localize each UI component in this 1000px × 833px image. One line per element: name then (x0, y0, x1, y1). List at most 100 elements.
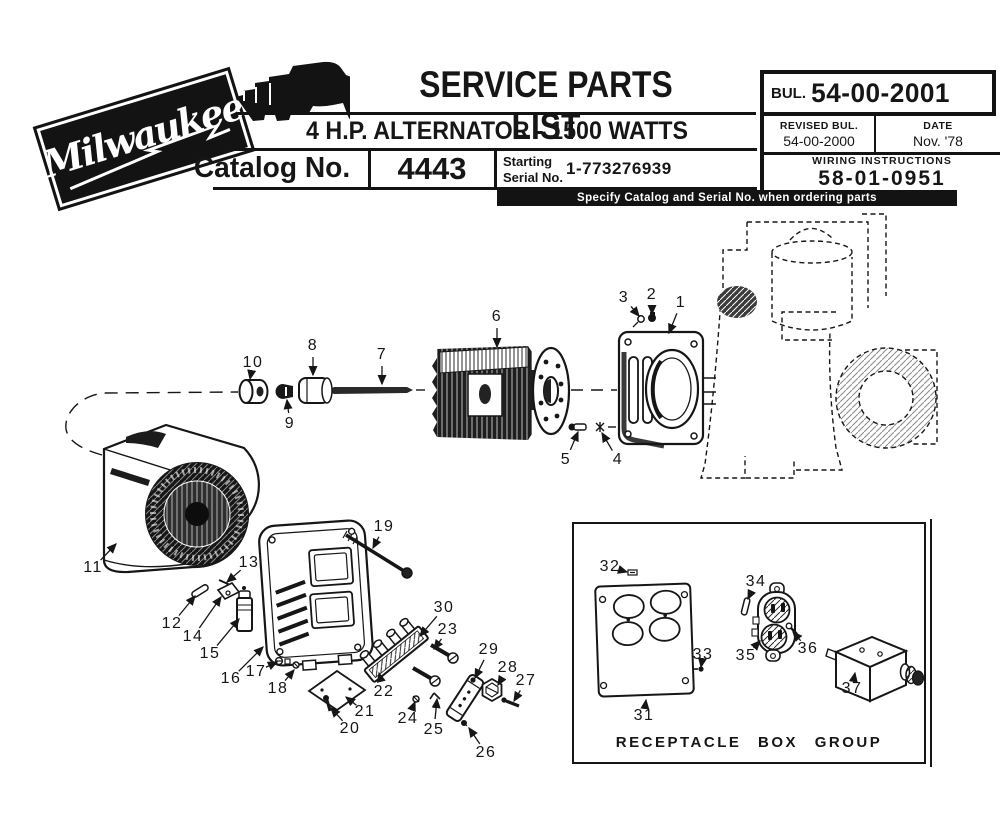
starting-serial-label: Starting Serial No. (503, 154, 563, 185)
part-17-screw (274, 656, 291, 666)
callout-32: 32 (600, 558, 621, 575)
wiring-instructions-cell: WIRING INSTRUCTIONS 58-01-0951 (760, 155, 1000, 191)
callout-17: 17 (246, 663, 267, 680)
callout-leader-10 (247, 369, 257, 381)
drill-icon (236, 61, 350, 121)
callout-3: 3 (619, 289, 629, 306)
callout-leader-23 (433, 638, 444, 651)
part-29-link (445, 674, 485, 722)
catalog-number-value: 4443 (397, 151, 467, 186)
part-12-pin (191, 584, 209, 598)
callout-11: 11 (83, 559, 103, 576)
callout-12: 12 (162, 615, 183, 632)
callout-35: 35 (736, 647, 757, 664)
callout-7: 7 (377, 346, 387, 363)
callout-leader-26 (468, 726, 481, 745)
callout-leader-29 (474, 659, 485, 680)
callout-leader-4 (601, 431, 613, 451)
part-18-screw (292, 661, 300, 669)
lightning-bolt-icon (69, 121, 231, 191)
date-value: Nov. '78 (913, 132, 963, 149)
callout-13: 13 (239, 554, 260, 571)
catalog-divider-1 (368, 151, 371, 190)
part-1-adapter-plate (617, 330, 705, 449)
part-22-terminal-block (359, 617, 429, 683)
part-14-bracket (216, 581, 241, 601)
part-15-capacitor (236, 586, 253, 632)
callout-leader-1 (668, 312, 678, 335)
part-28-knob (481, 677, 503, 703)
engine-shading (717, 286, 937, 448)
callout-leader-22 (376, 671, 386, 683)
callout-36: 36 (798, 640, 819, 657)
callout-leader-20 (330, 707, 344, 722)
callout-16: 16 (221, 670, 242, 687)
callout-4: 4 (613, 451, 623, 468)
callout-leader-28 (497, 674, 507, 687)
callout-leader-27 (513, 690, 523, 703)
part-23-screws (411, 643, 459, 687)
subtitle-rule (210, 148, 757, 151)
callout-15: 15 (200, 645, 221, 662)
part-7-shaft (327, 387, 413, 394)
part-4-lockwasher (595, 422, 605, 432)
callout-leader-21 (344, 696, 357, 707)
part-24-screw (412, 695, 420, 703)
callout-leader-17 (265, 661, 279, 671)
receptacle-box-group: RECEPTACLE BOX GROUP (572, 519, 932, 767)
callout-33: 33 (693, 646, 714, 663)
callout-9: 9 (285, 415, 295, 432)
callout-25: 25 (424, 721, 445, 738)
part-8-coupling (298, 377, 333, 404)
part-11-stator-housing (102, 423, 260, 574)
part-5-screw (568, 423, 587, 431)
order-note-text: Specify Catalog and Serial No. when orde… (577, 192, 877, 204)
callout-leader-3 (629, 306, 640, 317)
callout-leader-37 (848, 671, 858, 683)
wiring-number: 58-01-0951 (818, 167, 946, 190)
callout-5: 5 (561, 451, 571, 468)
revised-number: 54-00-2000 (783, 132, 855, 149)
callout-leader-16 (238, 646, 264, 672)
callout-30: 30 (434, 599, 455, 616)
callout-2: 2 (647, 286, 657, 303)
revision-row: REVISED BUL. 54-00-2000 DATE Nov. '78 (760, 116, 1000, 155)
title-rule (237, 112, 756, 115)
part-20-screw (323, 695, 332, 712)
callout-26: 26 (476, 744, 497, 761)
callout-6: 6 (492, 308, 502, 325)
callout-leader-25 (431, 697, 441, 720)
date-cell: DATE Nov. '78 (874, 116, 1000, 152)
product-subtitle: 4 H.P. ALTERNATOR - 1500 WATTS (306, 117, 688, 145)
receptacle-group-label: RECEPTACLE BOX GROUP (616, 734, 882, 751)
part-31-receptacle-plate (594, 582, 695, 698)
bulletin-number: 54-00-2001 (811, 77, 950, 108)
callout-20: 20 (340, 720, 361, 737)
callout-37: 37 (842, 680, 863, 697)
callout-34: 34 (746, 573, 767, 590)
callout-21: 21 (355, 703, 376, 720)
part-9-cap (275, 384, 293, 399)
part-26-screw (461, 720, 468, 727)
callout-leader-32 (616, 565, 629, 574)
callout-8: 8 (308, 337, 318, 354)
callout-23: 23 (438, 621, 459, 638)
callout-leader-12 (178, 594, 196, 616)
part-10-bushing (238, 379, 269, 404)
callout-leader-13 (226, 569, 242, 583)
part-33-screw (694, 666, 704, 672)
callout-leader-35 (750, 640, 761, 651)
order-note-bar: Specify Catalog and Serial No. when orde… (497, 190, 957, 206)
milwaukee-logo: Milwaukee (33, 65, 255, 213)
wiring-label: WIRING INSTRUCTIONS (812, 155, 952, 167)
catalog-bottom-rule (213, 187, 757, 190)
part-3-washer (632, 315, 645, 328)
starting-serial-value: 1-773276939 (566, 159, 672, 178)
revised-bulletin-cell: REVISED BUL. 54-00-2000 (764, 116, 874, 152)
callout-leader-30 (419, 615, 438, 637)
callout-leader-5 (569, 430, 579, 451)
callout-29: 29 (479, 641, 500, 658)
